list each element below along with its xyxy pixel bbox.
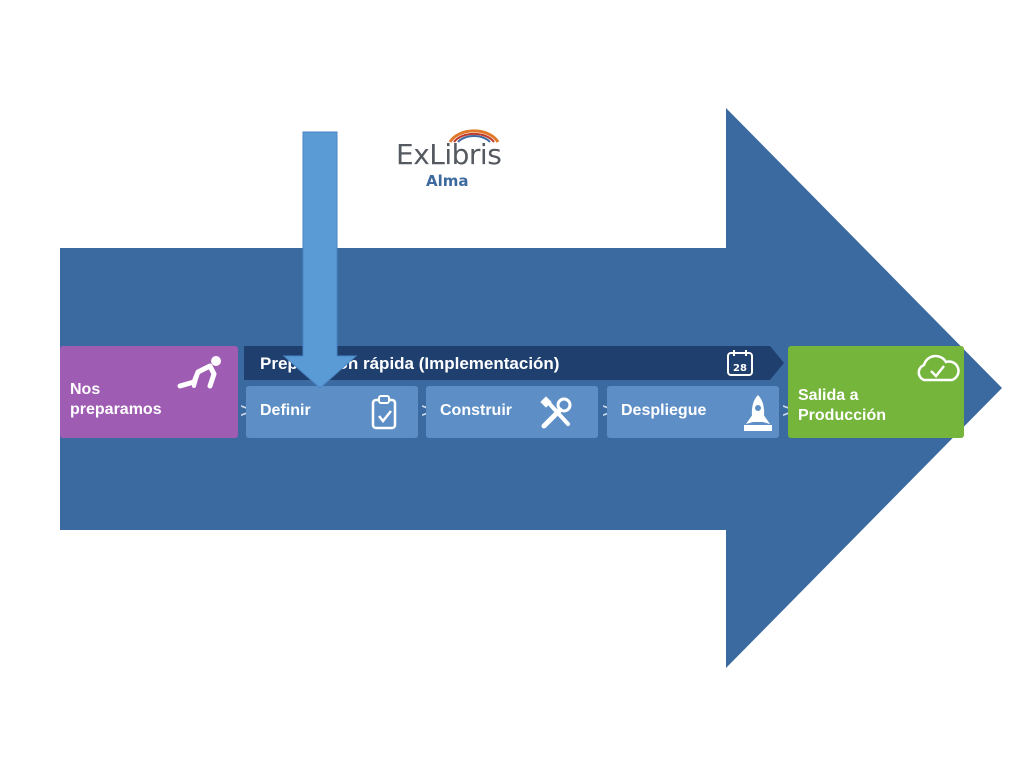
clipboard-check-icon (371, 395, 397, 430)
end-box: Salida a Producción (788, 346, 964, 438)
start-label-line2: preparamos (70, 401, 162, 418)
rocket-icon (744, 395, 772, 431)
end-label: Salida a Producción (798, 386, 928, 426)
step-definir-label: Definir (260, 402, 311, 419)
logo-brand-text: ExLibris (396, 138, 502, 171)
step-despliegue: Despliegue (607, 386, 779, 438)
step-construir-label: Construir (440, 402, 512, 419)
calendar-day: 28 (733, 363, 747, 374)
end-label-line2: Producción (798, 407, 887, 424)
step-definir: Definir (246, 386, 418, 438)
start-label-line1: Nos (70, 381, 101, 398)
cloud-check-icon (917, 354, 960, 382)
start-box: Nos preparamos (60, 346, 238, 438)
end-label-line1: Salida a (798, 387, 859, 404)
logo-product-text: Alma (426, 172, 469, 190)
exlibris-alma-logo: ExLibris Alma (392, 122, 522, 192)
runner-start-icon (177, 356, 221, 389)
step-despliegue-label: Despliegue (621, 402, 707, 419)
calendar-icon: 28 (727, 350, 753, 376)
step-construir: Construir (426, 386, 598, 438)
tools-icon (540, 396, 572, 429)
logo-arc-icon (448, 129, 500, 143)
phase-bar-tip (756, 346, 784, 380)
start-label: Nos preparamos (70, 380, 200, 420)
